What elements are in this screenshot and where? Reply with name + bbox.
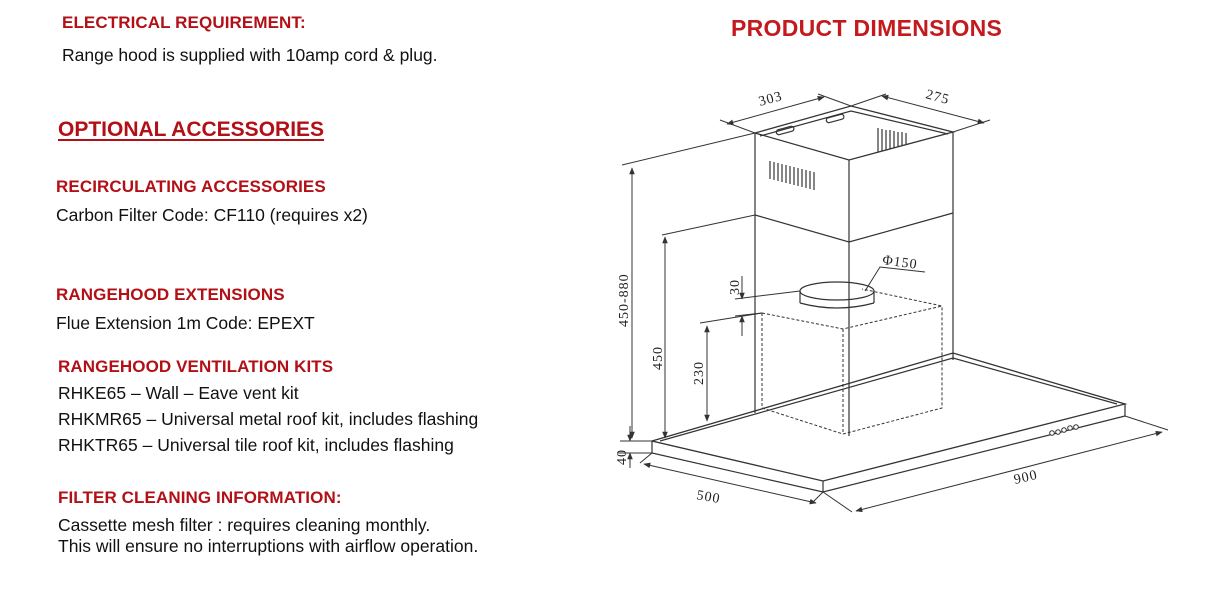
dim-chimney-depth: 275 xyxy=(924,87,951,108)
hood-outline xyxy=(649,105,1128,493)
electrical-heading: ELECTRICAL REQUIREMENT: xyxy=(62,13,306,32)
extensions-text: Flue Extension 1m Code: EPEXT xyxy=(56,313,315,333)
recirculating-text: Carbon Filter Code: CF110 (requires x2) xyxy=(56,205,368,225)
dim-total-height-range: 450-880 xyxy=(617,273,632,327)
control-buttons xyxy=(1049,424,1079,436)
dim-hood-height: 450 xyxy=(651,346,666,370)
dim-depth: 500 xyxy=(695,488,721,507)
optional-accessories-heading: OPTIONAL ACCESSORIES xyxy=(58,118,325,141)
filter-line-2: This will ensure no interruptions with a… xyxy=(58,536,479,556)
dim-inner-height: 230 xyxy=(692,361,707,385)
product-dimensions-title: PRODUCT DIMENSIONS xyxy=(731,15,1003,41)
dim-offset: 30 xyxy=(728,279,743,295)
dim-width: 900 xyxy=(1013,468,1040,488)
ventilation-item-1: RHKE65 – Wall – Eave vent kit xyxy=(58,383,299,403)
filter-line-1: Cassette mesh filter : requires cleaning… xyxy=(58,515,431,535)
dim-duct-diameter: Φ150 xyxy=(881,253,918,273)
ventilation-heading: RANGEHOOD VENTILATION KITS xyxy=(58,357,334,376)
ventilation-item-3: RHKTR65 – Universal tile roof kit, inclu… xyxy=(58,435,454,455)
chimney-vent-right xyxy=(877,128,907,152)
dim-canopy-thickness: 40 xyxy=(615,449,630,465)
extensions-heading: RANGEHOOD EXTENSIONS xyxy=(56,285,285,304)
dim-chimney-width: 303 xyxy=(757,89,784,110)
ventilation-item-2: RHKMR65 – Universal metal roof kit, incl… xyxy=(58,409,479,429)
electrical-text: Range hood is supplied with 10amp cord &… xyxy=(62,45,438,65)
rangehood-dimension-diagram: 303 275 450-880 450 30 Φ150 230 40 500 9… xyxy=(615,87,1169,513)
dimension-lines xyxy=(618,93,1169,513)
chimney-vent-left xyxy=(769,161,815,190)
filter-heading: FILTER CLEANING INFORMATION: xyxy=(58,488,342,507)
recirculating-heading: RECIRCULATING ACCESSORIES xyxy=(56,177,326,196)
